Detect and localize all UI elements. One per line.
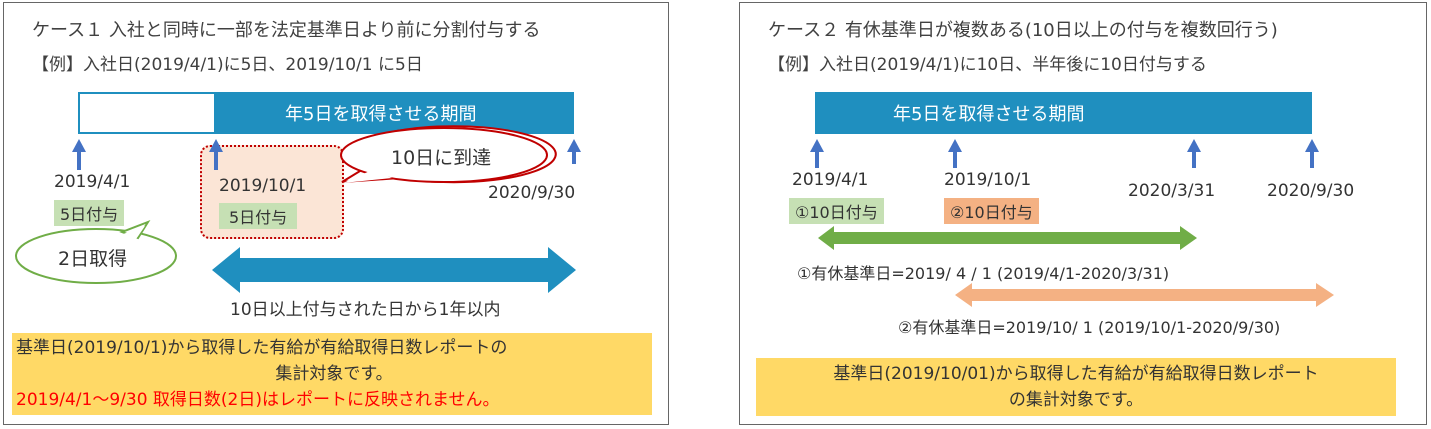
- case1-note-line1: 基準日(2019/10/1)から取得した有給が有給取得日数レポートの: [16, 338, 508, 358]
- case2-period-label: 年5日を取得させる期間: [893, 104, 1085, 125]
- case2-range2: ②有休基準日=2019/10/ 1 (2019/10/1-2020/9/30): [898, 318, 1281, 337]
- case1-period-bar: [216, 92, 574, 134]
- case2-date-1: 2019/4/1: [792, 170, 869, 190]
- case2-grant2-badge: ②10日付与: [944, 198, 1039, 224]
- case2-date-4: 2020/9/30: [1267, 181, 1355, 201]
- case1-note-box: 基準日(2019/10/1)から取得した有給が有給取得日数レポートの 集計対象で…: [12, 333, 652, 415]
- case2-note-box: 基準日(2019/10/01)から取得した有給が有給取得日数レポート の集計対象…: [756, 358, 1396, 416]
- case2-grant1-badge: ①10日付与: [789, 198, 884, 224]
- case1-callout-text: 10日に到達: [391, 147, 492, 169]
- case1-arrow-label: 10日以上付与された日から1年以内: [230, 300, 501, 320]
- case1-pre-period-box: [78, 92, 216, 134]
- case1-date-end: 2020/9/30: [488, 183, 576, 203]
- case1-title: ケース１ 入社と同時に一部を法定基準日より前に分割付与する: [32, 20, 541, 41]
- case2-note-line2: の集計対象です。: [1008, 390, 1144, 410]
- case2-example: 【例】入社日(2019/4/1)に10日、半年後に10日付与する: [768, 55, 1207, 75]
- case2-title: ケース２ 有休基準日が複数ある(10日以上の付与を複数回行う): [768, 20, 1278, 41]
- case1-note-line3: 2019/4/1～9/30 取得日数(2日)はレポートに反映されません。: [16, 390, 500, 410]
- case1-grant2-badge: 5日付与: [219, 203, 298, 229]
- case1-date-mid: 2019/10/1: [219, 176, 307, 196]
- case1-grant1-badge: 5日付与: [54, 200, 125, 226]
- case1-period-label: 年5日を取得させる期間: [285, 104, 477, 125]
- case2-date-2: 2019/10/1: [944, 170, 1032, 190]
- case1-note-line2: 集計対象です。: [275, 364, 393, 384]
- case2-period-bar: [815, 92, 1312, 134]
- case2-date-3: 2020/3/31: [1128, 181, 1216, 201]
- case1-example: 【例】入社日(2019/4/1)に5日、2019/10/1 に5日: [32, 55, 423, 75]
- case2-panel: [739, 2, 1427, 425]
- case2-range1: ①有休基準日=2019/ 4 / 1 (2019/4/1-2020/3/31): [797, 264, 1170, 283]
- case2-note-line1: 基準日(2019/10/01)から取得した有給が有給取得日数レポート: [833, 364, 1319, 384]
- case1-date-start: 2019/4/1: [54, 172, 131, 192]
- case1-taken-text: 2日取得: [58, 248, 128, 270]
